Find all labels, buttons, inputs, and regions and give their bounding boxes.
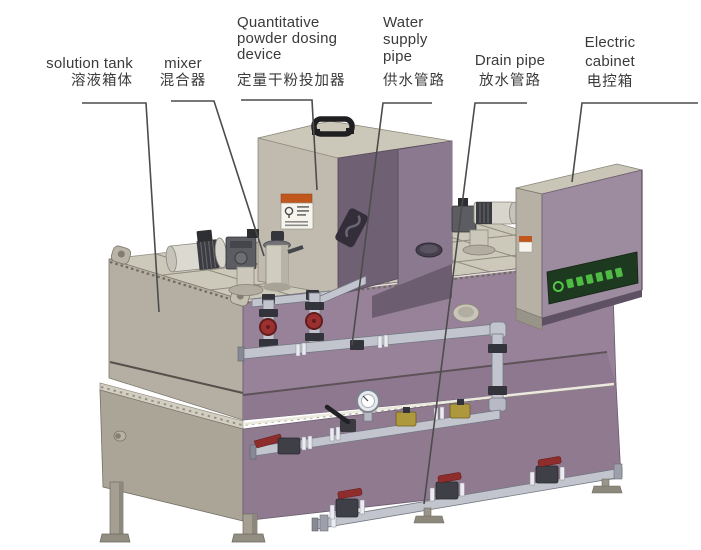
- label-mixer-en: mixer: [164, 55, 202, 72]
- label-water-supply-pipe-en: Water: [383, 14, 424, 31]
- label-electric-cabinet-en: Electric: [584, 34, 636, 51]
- warning-sticker: [280, 193, 314, 230]
- label-water-supply-pipe: Water supply pipe 供水管路: [383, 14, 445, 90]
- leader-electric-cabinet: [571, 102, 698, 183]
- leader-solution-tank: [82, 102, 160, 313]
- label-dosing-device-zh: 定量干粉投加器: [237, 73, 346, 89]
- label-solution-tank-zh: 溶液箱体: [71, 73, 133, 89]
- label-drain-pipe-en: Drain pipe: [474, 52, 546, 69]
- front-manifold-graphic: [249, 389, 501, 460]
- hopper-logo: [335, 208, 368, 248]
- water-supply-pipe-graphic: [237, 275, 507, 412]
- drain-pipe-graphic: [311, 456, 623, 532]
- label-water-supply-pipe-en: supply: [383, 31, 428, 48]
- tank-legs: [99, 481, 266, 543]
- label-dosing-device-en: powder dosing: [237, 30, 338, 47]
- label-water-supply-pipe-zh: 供水管路: [383, 73, 445, 89]
- label-dosing-device: Quantitative powder dosing device 定量干粉投加…: [237, 14, 346, 90]
- label-water-supply-pipe-en: pipe: [383, 48, 413, 65]
- label-drain-pipe: Drain pipe 放水管路: [468, 52, 552, 90]
- leader-dosing-device: [241, 99, 318, 191]
- label-electric-cabinet-en: cabinet: [585, 53, 635, 70]
- electric-cabinet-graphic: [515, 163, 643, 331]
- cabinet-warning-sticker: [518, 236, 533, 253]
- leader-water-supply-pipe: [351, 102, 432, 346]
- label-electric-cabinet-zh: 电控箱: [586, 74, 634, 90]
- label-electric-cabinet: Electric cabinet 电控箱: [578, 33, 642, 92]
- leader-mixer: [171, 100, 265, 257]
- label-mixer-zh: 混合器: [159, 73, 207, 89]
- mixer-graphic: [165, 229, 304, 296]
- leader-lines: [82, 99, 698, 505]
- label-solution-tank-en: solution tank: [46, 55, 133, 72]
- label-mixer: mixer 混合器: [146, 55, 220, 90]
- brand-plate: [546, 251, 639, 305]
- label-drain-pipe-zh: 放水管路: [479, 73, 541, 89]
- label-dosing-device-en: Quantitative: [237, 14, 320, 31]
- label-dosing-device-en: device: [237, 46, 282, 63]
- mixer-2-graphic: [415, 198, 519, 323]
- label-solution-tank: solution tank 溶液箱体: [18, 55, 133, 90]
- feeder-valve-graphic: [263, 231, 304, 292]
- leader-drain-pipe: [423, 102, 527, 505]
